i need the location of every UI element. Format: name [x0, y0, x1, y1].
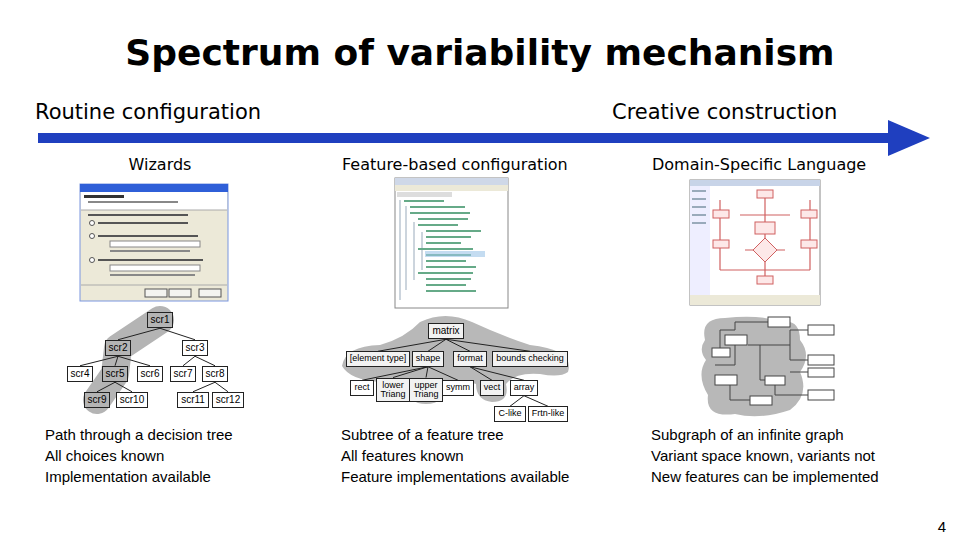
- tree-edge: [118, 328, 160, 340]
- node-label: lower Triang: [380, 381, 405, 400]
- tree-edge: [115, 356, 118, 366]
- decision-node: scr10: [116, 392, 148, 409]
- decision-node: scr12: [212, 392, 244, 409]
- dsl-graph: [701, 317, 834, 417]
- tree-edge: [426, 367, 428, 378]
- description-line: All features known: [341, 447, 464, 464]
- tree-edge: [118, 356, 150, 366]
- tree-edge: [80, 356, 118, 366]
- decision-node: scr4: [67, 366, 94, 383]
- tree-edge: [470, 367, 524, 381]
- feature-node: [element type]: [346, 351, 411, 366]
- node-label: scr6: [141, 369, 160, 380]
- feature-node: shape: [412, 351, 445, 366]
- decision-node: scr11: [177, 392, 209, 409]
- feature-node: symm: [442, 380, 474, 395]
- wizard-screenshot: [80, 184, 228, 301]
- decision-node: scr5: [102, 366, 129, 383]
- node-label: scr3: [186, 343, 205, 354]
- feature-subtree-highlight: [342, 316, 569, 404]
- node-label: scr9: [88, 395, 107, 406]
- decision-node: scr8: [202, 366, 229, 383]
- feature-node: Frtn-like: [528, 406, 569, 421]
- description-line: Variant space known, variants not: [651, 447, 875, 464]
- node-label: vect: [484, 383, 501, 392]
- node-label: C-like: [498, 409, 521, 418]
- node-label: scr8: [206, 369, 225, 380]
- tree-edge: [215, 382, 228, 392]
- end-label: Routine configuration: [35, 100, 261, 124]
- decision-node: scr1: [147, 312, 174, 329]
- decision-node: scr7: [170, 366, 197, 383]
- node-label: scr11: [181, 395, 205, 406]
- node-label: upper Triang: [413, 381, 438, 400]
- column-heading: Domain-Specific Language: [652, 155, 866, 174]
- description-line: Path through a decision tree: [45, 426, 233, 443]
- feature-config-screenshot: [395, 178, 508, 308]
- feature-node: rect: [350, 380, 373, 395]
- feature-node: vect: [480, 380, 505, 395]
- feature-node: matrix: [428, 323, 463, 340]
- node-label: scr5: [106, 369, 125, 380]
- node-label: scr10: [120, 395, 144, 406]
- decision-node: scr9: [84, 392, 111, 409]
- decision-node: scr2: [105, 340, 132, 357]
- spectrum-arrow: [38, 120, 930, 156]
- decision-node: scr3: [182, 340, 209, 357]
- node-label: scr1: [151, 315, 170, 326]
- description-line: Subtree of a feature tree: [341, 426, 504, 443]
- node-label: [element type]: [350, 354, 407, 363]
- column-heading: Wizards: [129, 155, 192, 174]
- node-label: bounds checking: [496, 354, 564, 363]
- feature-node: bounds checking: [492, 351, 568, 366]
- node-label: format: [457, 354, 483, 363]
- tree-edge: [470, 367, 492, 381]
- node-label: rect: [354, 383, 369, 392]
- feature-node: array: [510, 380, 539, 395]
- description-line: Implementation available: [45, 468, 211, 485]
- node-label: scr2: [109, 343, 128, 354]
- decision-node: scr6: [137, 366, 164, 383]
- tree-edge: [378, 339, 446, 351]
- end-label: Creative construction: [612, 100, 837, 124]
- decision-path-highlight: [97, 320, 160, 400]
- feature-node: C-like: [494, 406, 525, 421]
- feature-node: lower Triang: [376, 378, 409, 403]
- tree-edge: [393, 367, 428, 378]
- tree-edge: [446, 339, 530, 351]
- description-line: Subgraph of an infinite graph: [651, 426, 844, 443]
- node-label: scr12: [216, 395, 240, 406]
- slide-title: Spectrum of variability mechanism: [0, 32, 960, 73]
- node-label: array: [514, 383, 535, 392]
- node-label: shape: [416, 354, 441, 363]
- page-number: 4: [938, 518, 946, 535]
- description-line: All choices known: [45, 447, 164, 464]
- tree-edge: [115, 382, 132, 392]
- node-label: scr4: [71, 369, 90, 380]
- tree-edge: [428, 339, 446, 351]
- description-line: New features can be implemented: [651, 468, 879, 485]
- tree-edge: [510, 396, 524, 407]
- feature-node: format: [453, 351, 487, 366]
- node-label: scr7: [174, 369, 193, 380]
- node-label: symm: [446, 383, 470, 392]
- node-label: matrix: [432, 326, 459, 337]
- tree-edge: [183, 356, 195, 366]
- tree-edge: [97, 382, 115, 392]
- tree-edge: [524, 396, 548, 407]
- tree-edge: [193, 382, 215, 392]
- description-line: Feature implementations available: [341, 468, 569, 485]
- column-heading: Feature-based configuration: [342, 155, 568, 174]
- tree-edge: [195, 356, 215, 366]
- tree-edge: [160, 328, 195, 340]
- dsl-screenshot: [690, 180, 820, 305]
- node-label: Frtn-like: [532, 409, 565, 418]
- feature-node: upper Triang: [409, 378, 442, 403]
